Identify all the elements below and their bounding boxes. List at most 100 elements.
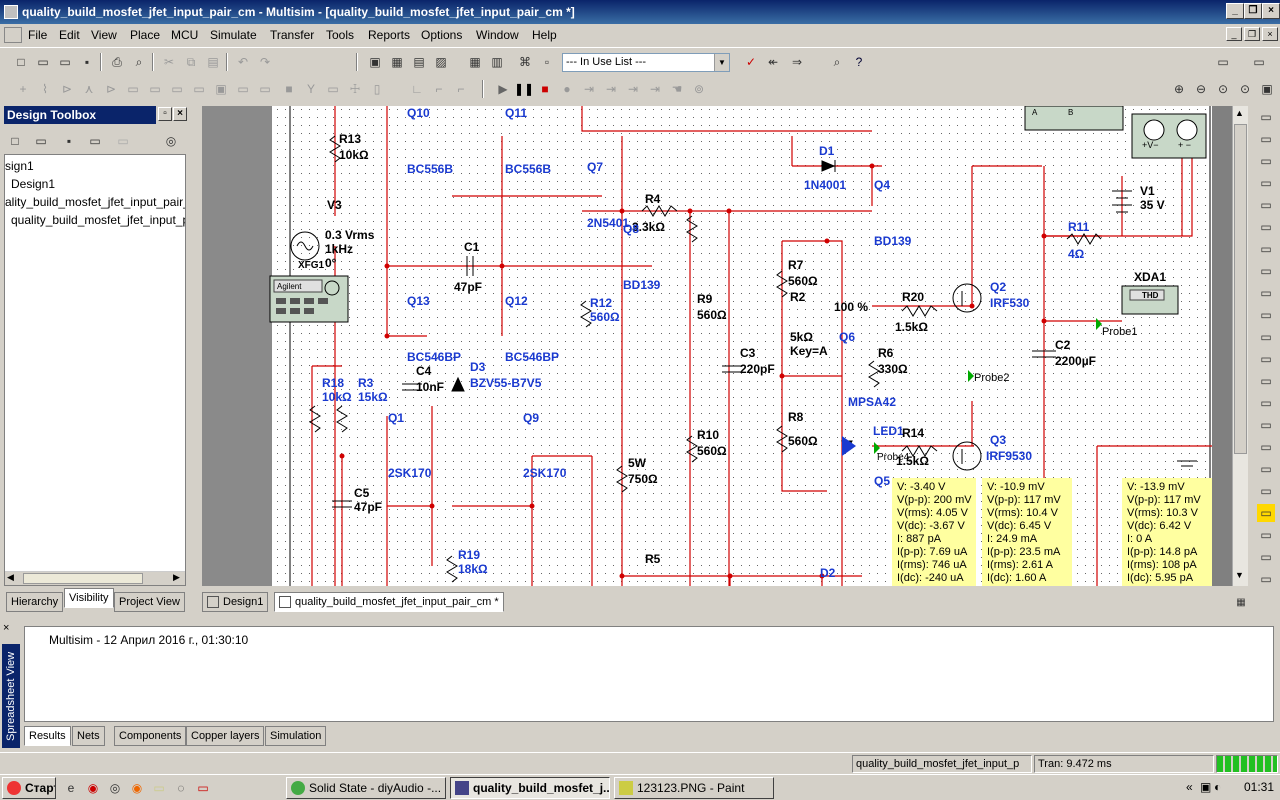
grapher-icon[interactable]: ▨ [435, 55, 447, 69]
place-misc-icon[interactable]: ▭ [259, 82, 271, 96]
schematic-canvas[interactable]: Q10 Q11 BC556B BC556B Q7 2N5401 R13 10kΩ… [202, 106, 1232, 586]
task-multisim[interactable]: quality_build_mosfet_j... [450, 777, 610, 799]
label-c4[interactable]: C4 [416, 364, 432, 378]
label-q12-ref[interactable]: BC546BP [505, 350, 560, 364]
label-q9-ref[interactable]: 2SK170 [523, 466, 567, 480]
scroll-down-icon[interactable]: ▼ [1235, 570, 1244, 580]
label-r12[interactable]: R12 [590, 296, 613, 310]
label-r19-value[interactable]: 18kΩ [458, 562, 488, 576]
zoom-out-icon[interactable]: ⊖ [1195, 82, 1207, 96]
tab-nets[interactable]: Nets [72, 726, 105, 746]
label-q7[interactable]: Q7 [587, 160, 604, 174]
step-into-icon[interactable]: ⇥ [605, 82, 617, 96]
spectrum-icon[interactable]: ▭ [1260, 374, 1272, 388]
probe-tool-icon[interactable]: ⊚ [693, 82, 705, 96]
back-annotate-icon[interactable]: ✓ [745, 55, 757, 69]
place-diode-icon[interactable]: ⊳ [61, 82, 73, 96]
menu-view[interactable]: View [91, 28, 117, 42]
label-r18-value[interactable]: 10kΩ [322, 390, 352, 404]
toolbox-new-icon[interactable]: □ [11, 134, 19, 148]
logic-analyzer-icon[interactable]: ▭ [1260, 286, 1272, 300]
probe-readout-c[interactable]: V: -13.9 mV V(p-p): 117 mV V(rms): 10.3 … [1122, 478, 1212, 586]
postprocessor-icon[interactable]: ▦ [469, 55, 481, 69]
zoom-full-icon[interactable]: ▣ [1261, 82, 1273, 96]
step-over-icon[interactable]: ⇥ [583, 82, 595, 96]
labview-icon[interactable]: ▭ [1257, 504, 1275, 522]
menu-help[interactable]: Help [532, 28, 557, 42]
place-transistor-icon[interactable]: ⋏ [84, 82, 94, 96]
label-q13[interactable]: Q13 [407, 294, 430, 308]
tab-results[interactable]: Results [24, 726, 71, 746]
place-bus-icon[interactable]: ∟ [411, 82, 423, 96]
label-q4-ref[interactable]: BD139 [874, 234, 912, 248]
canvas-vscroll-thumb[interactable] [1234, 124, 1247, 454]
label-r11[interactable]: R11 [1068, 220, 1090, 234]
label-r13-value[interactable]: 10kΩ [339, 148, 369, 162]
label-c5-value[interactable]: 47pF [354, 500, 383, 514]
label-q9[interactable]: Q9 [523, 411, 540, 425]
function-gen-icon[interactable]: ▭ [1260, 132, 1272, 146]
label-d2[interactable]: D2 [820, 566, 836, 580]
label-d1-ref[interactable]: 1N4001 [804, 178, 847, 192]
label-q2-ref[interactable]: IRF530 [990, 296, 1030, 310]
label-r20[interactable]: R20 [902, 290, 925, 304]
label-v1-value[interactable]: 35 V [1140, 198, 1165, 212]
toolbox-toggle-icon[interactable]: ▣ [369, 55, 381, 69]
label-c4-value[interactable]: 10nF [416, 380, 445, 394]
label-q12[interactable]: Q12 [505, 294, 528, 308]
label-r14-value[interactable]: 1.5kΩ [896, 454, 929, 468]
label-q11[interactable]: Q11 [505, 106, 528, 120]
paste-icon[interactable]: ▤ [207, 55, 219, 69]
close-pane-icon[interactable]: × [3, 622, 10, 634]
label-r13[interactable]: R13 [339, 132, 362, 146]
mdi-minimize-button[interactable]: _ [1226, 27, 1242, 41]
zoom-fit-icon[interactable]: ⊙ [1239, 82, 1251, 96]
quicklaunch-pdf-icon[interactable]: ▭ [197, 781, 209, 795]
label-r5[interactable]: R5 [645, 552, 661, 566]
quicklaunch-folder-icon[interactable]: ▭ [153, 781, 165, 795]
quicklaunch-ie-icon[interactable]: e [67, 781, 75, 795]
label-q3-ref[interactable]: IRF9530 [986, 449, 1033, 463]
toolbox-properties-icon[interactable]: ▭ [89, 134, 101, 148]
doc-icon[interactable] [4, 27, 22, 43]
label-xda1[interactable]: XDA1 [1134, 270, 1167, 284]
place-rf-icon[interactable]: Y [306, 82, 315, 96]
word-gen-icon[interactable]: ▭ [1260, 264, 1272, 278]
label-v3[interactable]: V3 [327, 198, 342, 212]
label-r-5w[interactable]: 5W [628, 456, 646, 470]
wattmeter-icon[interactable]: ▭ [1260, 154, 1272, 168]
label-d3[interactable]: D3 [470, 360, 486, 374]
sim-switch-icon[interactable]: ▭ [1253, 55, 1265, 69]
print-icon[interactable]: ⎙ [112, 55, 122, 69]
label-r2-value[interactable]: 5kΩ [790, 330, 813, 344]
label-r2-pct[interactable]: 100 % [834, 300, 869, 314]
step-out-icon[interactable]: ⇥ [627, 82, 639, 96]
label-xfg1[interactable]: XFG1 [298, 260, 325, 271]
tree-item-project[interactable]: ality_build_mosfet_jfet_input_pair_ [5, 195, 186, 209]
menu-simulate[interactable]: Simulate [210, 28, 257, 42]
tab-components[interactable]: Components [114, 726, 187, 746]
label-r3[interactable]: R3 [358, 376, 374, 390]
tree-item-schematic[interactable]: quality_build_mosfet_jfet_input_p [11, 213, 186, 227]
label-r14[interactable]: R14 [902, 426, 925, 440]
database-icon[interactable]: ▤ [413, 55, 425, 69]
tray-expand-icon[interactable]: « [1186, 780, 1193, 794]
tree-item-design[interactable]: sign1 [5, 159, 34, 173]
quicklaunch-firefox-icon[interactable]: ◉ [131, 781, 143, 795]
new-icon[interactable]: □ [17, 55, 25, 69]
label-r9-value[interactable]: 560Ω [697, 308, 727, 322]
label-r6[interactable]: R6 [878, 346, 894, 360]
place-mcu-icon[interactable]: ▭ [171, 82, 183, 96]
quicklaunch-app-icon[interactable]: ◎ [109, 781, 121, 795]
pause-icon[interactable]: ❚❚ [514, 82, 535, 96]
label-q10[interactable]: Q10 [407, 106, 430, 120]
place-connector-icon[interactable]: ▯ [373, 82, 381, 96]
find-icon[interactable]: ⌕ [833, 55, 841, 69]
label-r7[interactable]: R7 [788, 258, 804, 272]
label-c1[interactable]: C1 [464, 240, 480, 254]
erc-icon[interactable]: ▥ [491, 55, 503, 69]
zoom-in-icon[interactable]: ⊕ [1173, 82, 1185, 96]
results-output[interactable]: Multisim - 12 Април 2016 г., 01:30:10 [24, 626, 1274, 722]
tab-design1[interactable]: Design1 [202, 592, 269, 612]
scroll-left-icon[interactable]: ◀ [7, 572, 14, 582]
